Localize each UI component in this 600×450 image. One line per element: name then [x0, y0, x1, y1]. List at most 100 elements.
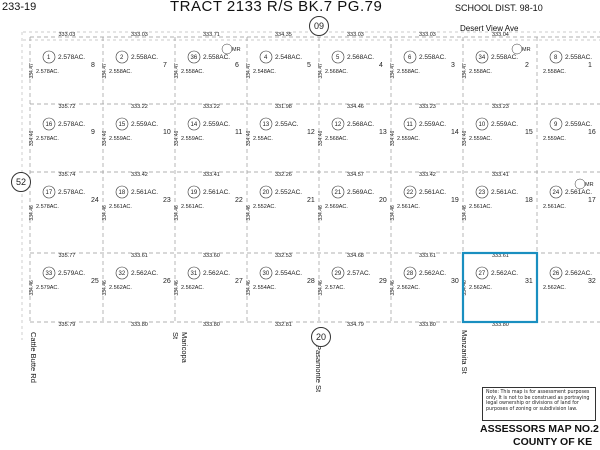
lot-number: 15	[525, 129, 533, 136]
parcel-acreage-lower: 2.558AC.	[397, 69, 420, 75]
parcel-number-circle	[331, 50, 345, 64]
parcel-acreage-lower: 2.558AC.	[469, 69, 492, 75]
parcel-number-circle	[403, 117, 417, 131]
lot-depth-label: 334.47	[462, 63, 468, 79]
lot-number: 30	[451, 278, 459, 285]
parcel-number: 6	[408, 55, 412, 61]
parcel-number-circle	[187, 117, 201, 131]
lot-number: 16	[588, 129, 596, 136]
parcel-acreage-upper: 2.554AC.	[275, 270, 302, 277]
lot-number: 7	[163, 62, 167, 69]
lot-width-label: 334.57	[347, 172, 364, 178]
lot-width-label: 333.23	[492, 104, 509, 110]
lot-width-label: 334.46	[347, 104, 364, 110]
parcel-acreage-lower: 2.561AC.	[397, 204, 420, 210]
parcel-number-circle	[259, 266, 273, 280]
parcel-acreage-lower: 2.559AC.	[469, 136, 492, 142]
lot-depth-label: 334.46	[102, 130, 108, 146]
parcel-number-circle	[331, 266, 345, 280]
lot-width-label: 333.80	[419, 322, 436, 328]
parcel-number: 10	[479, 122, 486, 128]
street-cattle-butte: Cattle Butte Rd	[29, 332, 38, 383]
parcel-number: 24	[553, 190, 560, 196]
lot-width-label: 333.42	[419, 172, 436, 178]
parcel-acreage-upper: 2.561AC.	[491, 189, 518, 196]
highlighted-parcel-outline	[461, 251, 539, 324]
lot-width-label: 332.53	[275, 253, 292, 259]
parcel-acreage-upper: 2.561AC.	[565, 189, 592, 196]
assessors-map-title: ASSESSORS MAP NO.2	[480, 423, 599, 435]
parcel-acreage-upper: 2.578AC.	[58, 189, 85, 196]
lot-number: 5	[307, 62, 311, 69]
mr-circle	[221, 43, 233, 55]
lot-depth-label: 334.46	[462, 130, 468, 146]
tract-title: TRACT 2133 R/S BK.7 PG.79	[170, 0, 383, 15]
lot-number: 31	[525, 278, 533, 285]
parcel-acreage-upper: 2.562AC.	[419, 270, 446, 277]
parcel-number-circle	[115, 266, 129, 280]
parcel-number: 13	[263, 122, 270, 128]
lot-number: 6	[235, 62, 239, 69]
lot-depth-label: 334.46	[102, 205, 108, 221]
parcel-number: 5	[336, 55, 340, 61]
lot-depth-label: 334.46	[246, 280, 252, 296]
parcel-acreage-upper: 2.55AC.	[275, 121, 299, 128]
lot-width-label: 333.60	[203, 253, 220, 259]
parcel-number: 1	[47, 55, 51, 61]
route-marker-09: 09	[309, 16, 329, 36]
lot-width-label: 333.03	[131, 32, 148, 38]
parcel-number-circle	[259, 50, 273, 64]
parcel-acreage-upper: 2.558AC.	[565, 54, 592, 61]
lot-number: 2	[525, 62, 529, 69]
parcel-acreage-lower: 2.558AC.	[109, 69, 132, 75]
parcel-number-circle	[475, 266, 489, 280]
parcel-number: 21	[335, 190, 342, 196]
parcel-number: 11	[407, 122, 414, 128]
lot-width-label: 332.81	[275, 322, 292, 328]
parcel-number-circle	[549, 50, 563, 64]
lot-width-label: 335.72	[59, 104, 76, 110]
mr-label: MR	[585, 182, 594, 188]
parcel-number: 19	[191, 190, 198, 196]
parcel-acreage-lower: 2.55AC.	[253, 136, 273, 142]
parcel-acreage-lower: 2.578AC.	[36, 69, 59, 75]
lot-width-label: 333.41	[492, 172, 509, 178]
parcel-number: 18	[119, 190, 126, 196]
street-maricopa: Maricopa St	[171, 332, 189, 363]
lot-width-label: 333.80	[203, 322, 220, 328]
route-marker-52: 52	[11, 172, 31, 192]
parcel-number-circle	[187, 266, 201, 280]
parcel-number: 2	[120, 55, 124, 61]
page-ref: 233-19	[2, 1, 37, 13]
lot-depth-label: 334.46	[390, 280, 396, 296]
lot-width-label: 332.26	[275, 172, 292, 178]
lot-width-label: 333.42	[131, 172, 148, 178]
parcel-acreage-upper: 2.561AC.	[419, 189, 446, 196]
parcel-number: 22	[407, 190, 414, 196]
lot-width-label: 333.80	[492, 322, 509, 328]
parcel-acreage-upper: 2.579AC.	[58, 270, 85, 277]
lot-number: 17	[588, 197, 596, 204]
lot-width-label: 334.79	[347, 322, 364, 328]
lot-number: 11	[235, 129, 242, 136]
mr-label: MR	[232, 47, 241, 53]
lot-depth-label: 334.46	[102, 280, 108, 296]
parcel-acreage-upper: 2.57AC.	[347, 270, 371, 277]
parcel-acreage-lower: 2.558AC.	[181, 69, 204, 75]
lot-width-label: 333.23	[419, 104, 436, 110]
lot-width-label: 334.68	[347, 253, 364, 259]
lot-width-label: 333.61	[131, 253, 148, 259]
parcel-number-circle	[403, 50, 417, 64]
parcel-acreage-upper: 2.559AC.	[203, 121, 230, 128]
lot-depth-label: 334.47	[390, 63, 396, 79]
parcel-acreage-lower: 2.579AC.	[36, 285, 59, 291]
parcel-number: 29	[335, 271, 342, 277]
parcel-acreage-upper: 2.552AC.	[275, 189, 302, 196]
lot-depth-label: 334.46	[390, 205, 396, 221]
parcel-acreage-lower: 2.562AC.	[397, 285, 420, 291]
parcel-acreage-upper: 2.568AC.	[347, 54, 374, 61]
parcel-number-circle	[115, 50, 129, 64]
parcel-number: 20	[263, 190, 270, 196]
lot-depth-label: 334.46	[174, 205, 180, 221]
lot-depth-label: 334.46	[318, 205, 324, 221]
